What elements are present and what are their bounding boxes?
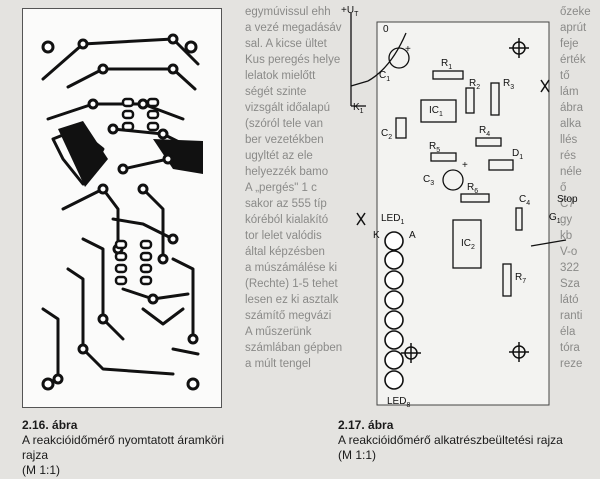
c4-label: C4: [519, 194, 531, 207]
led8-label: LED8: [387, 396, 411, 409]
r2-label: R2: [469, 78, 481, 91]
background-text-line: által képzésben: [245, 246, 325, 258]
background-text-line: ő: [560, 182, 567, 194]
c3-label: C3: [423, 174, 435, 187]
stop-label: Stop: [557, 194, 578, 205]
background-text-line: a múlt tengel: [245, 358, 311, 370]
k1-label: K1: [353, 102, 364, 115]
pcb-layout-figure: [22, 8, 222, 408]
led-cathode-label: K: [373, 230, 380, 241]
figure-1-caption: 2.16. ábra A reakcióidőmérő nyomtatott á…: [22, 418, 252, 478]
background-text-line: ségét szinte: [245, 86, 307, 98]
background-text-right: őzeke aprút feje érték tő lám ábra alka llés rés n…: [560, 4, 600, 464]
ic1-label: IC1: [429, 105, 443, 118]
ic2-label: IC2: [461, 238, 475, 251]
background-text-line: sakor az 555 típ: [245, 198, 327, 210]
component-layout-artwork: [350, 13, 567, 406]
background-text-line: A „pergés" 1 c: [245, 182, 317, 194]
background-text-line: ugyltét az ele: [245, 150, 313, 162]
background-text-line: a múszámálése ki: [245, 262, 338, 274]
figure-2-number: 2.17. ábra: [338, 418, 394, 432]
figure-1-scale: (M 1:1): [22, 463, 61, 477]
background-text-line: V-o: [560, 246, 578, 258]
background-text-line: aprút: [560, 22, 587, 34]
background-text-middle: egymúvissul ehh a vezé megadásáv sal. A ki…: [245, 4, 370, 412]
background-text-line: rés: [560, 150, 576, 162]
background-text-line: kóréból kialakító: [245, 214, 329, 226]
background-text-line: egymúvissul ehh: [245, 6, 331, 18]
background-text-line: érték: [560, 54, 586, 66]
background-text-line: őzeke: [560, 6, 591, 18]
g1-label: G1: [549, 212, 561, 225]
background-text-line: tóra: [560, 342, 580, 354]
figure-1-number: 2.16. ábra: [22, 418, 78, 432]
background-text-line: látó: [560, 294, 579, 306]
background-text-line: lesen ez ki asztalk: [245, 294, 339, 306]
zero-label: 0: [383, 24, 389, 35]
r6-label: R6: [467, 182, 479, 195]
r7-label: R7: [515, 272, 527, 285]
background-text-line: tő: [560, 70, 570, 82]
background-text-line: (szóról tele van: [245, 118, 323, 130]
background-text-line: a vezé megadásáv: [245, 22, 342, 34]
background-text-line: alka: [560, 118, 582, 130]
d1-label: D1: [512, 148, 524, 161]
figure-1-title: A reakcióidőmérő nyomtatott áramköri raj…: [22, 433, 225, 462]
background-text-line: gy: [560, 214, 573, 226]
background-text-line: (Rechte) 1-5 tehet: [245, 278, 338, 290]
c3-plus-label: +: [462, 160, 468, 171]
background-text-line: A műszerünk: [245, 326, 312, 338]
led-anode-label: A: [409, 230, 416, 241]
background-text-line: vizsgált időalapú: [245, 102, 331, 114]
background-text-line: C7: [560, 198, 575, 210]
figure-2-scale: (M 1:1): [338, 448, 377, 462]
figure-2-title: A reakcióidőmérő alkatrészbeültetési raj…: [338, 433, 563, 447]
background-text-line: feje: [560, 38, 579, 50]
r3-label: R3: [503, 78, 515, 91]
background-text-line: tor lelet valódis: [245, 230, 322, 242]
background-text-line: 322: [560, 262, 580, 274]
background-text-line: reze: [560, 358, 583, 370]
c1-plus-label: +: [405, 44, 411, 55]
background-text-line: számlában gépben: [245, 342, 343, 354]
background-text-line: néle: [560, 166, 582, 178]
c2-label: C2: [381, 128, 393, 141]
background-text-line: helyezzék bamo: [245, 166, 329, 178]
background-text-line: lelatok mielőtt: [245, 70, 316, 82]
r1-label: R1: [441, 58, 453, 71]
background-text-line: ber vezetékben: [245, 134, 324, 146]
background-text-line: kb: [560, 230, 573, 242]
r4-label: R4: [479, 125, 491, 138]
background-text-line: éla: [560, 326, 576, 338]
r5-label: R5: [429, 141, 441, 154]
led1-label: LED1: [381, 213, 405, 226]
component-layout-figure: +UT 0 K1 C1 + R1 R2 R3 IC1 C2 R4 R5 D1 C…: [341, 5, 578, 409]
supply-label: +UT: [341, 5, 359, 18]
background-text-line: lám: [560, 86, 579, 98]
background-text-line: számítő megvázi: [245, 310, 332, 322]
background-text-line: Sza: [560, 278, 580, 290]
background-text-line: ábra: [560, 102, 584, 114]
figure-2-caption: 2.17. ábra A reakcióidőmérő alkatrészbeü…: [338, 418, 600, 463]
background-text-line: sal. A kicse ültet: [245, 38, 327, 50]
background-text-line: Kus peregés helye: [245, 54, 341, 66]
c1-label: C1: [379, 70, 391, 83]
pcb-artwork: [41, 33, 203, 391]
background-text-line: llés: [560, 134, 578, 146]
background-text-line: ranti: [560, 310, 583, 322]
